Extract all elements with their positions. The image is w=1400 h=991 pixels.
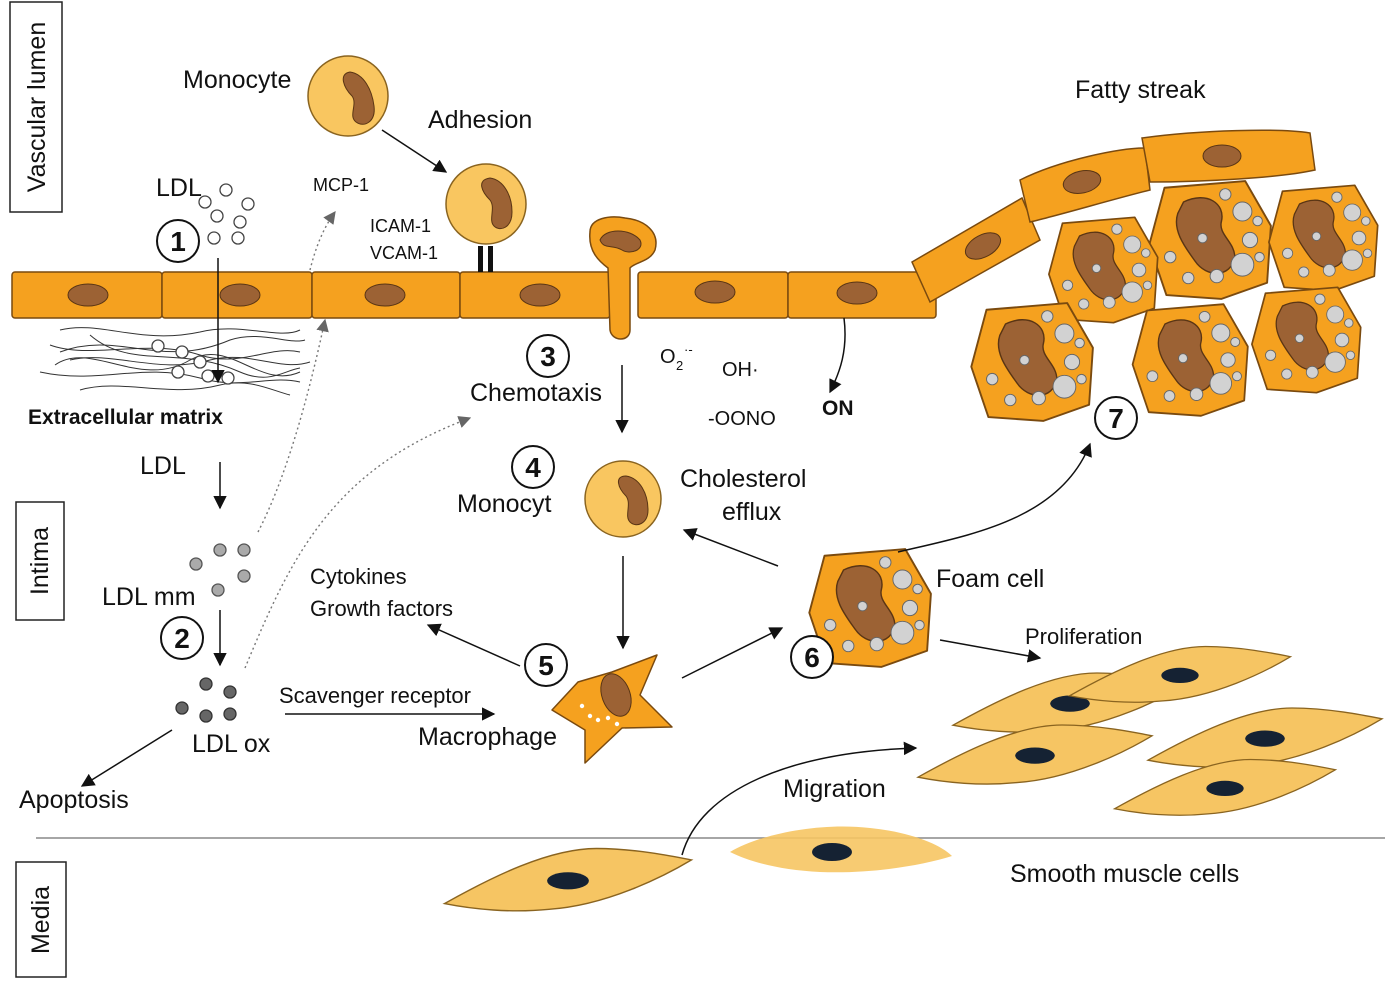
ldl-particles bbox=[151, 183, 255, 385]
ldl-ox-label: LDL ox bbox=[192, 730, 271, 758]
scavenger-receptor-label: Scavenger receptor bbox=[279, 683, 471, 708]
svg-text:·-: ·- bbox=[684, 342, 693, 357]
region-intima: Intima bbox=[15, 501, 65, 621]
region-media: Media bbox=[15, 861, 67, 978]
peroxynitrite-label: -OONO bbox=[708, 408, 776, 430]
dotted-signal-arrows bbox=[244, 210, 472, 669]
chemotaxis-label: Chemotaxis bbox=[470, 379, 602, 407]
smooth-muscle-cells bbox=[443, 645, 1383, 912]
monocyt-label: Monocyt bbox=[457, 490, 552, 518]
monocyte-cell bbox=[307, 55, 389, 137]
proliferation-label: Proliferation bbox=[1025, 624, 1142, 649]
ecm-label: Extracellular matrix bbox=[28, 406, 223, 429]
svg-text:5: 5 bbox=[538, 650, 554, 681]
migration-label: Migration bbox=[783, 775, 886, 803]
ldl-ox-particles bbox=[175, 677, 237, 723]
svg-text:1: 1 bbox=[170, 226, 186, 257]
mcp1-label: MCP-1 bbox=[313, 175, 369, 195]
ldl-intima-label: LDL bbox=[140, 452, 186, 480]
svg-text:Media: Media bbox=[27, 886, 55, 954]
svg-text:O: O bbox=[660, 346, 676, 368]
icam-label: ICAM-1 bbox=[370, 216, 431, 236]
step-3: 3 bbox=[526, 334, 570, 378]
growth-factors-label: Growth factors bbox=[310, 596, 453, 621]
ldl-label: LDL bbox=[156, 174, 202, 202]
svg-text:2: 2 bbox=[676, 358, 683, 373]
transmigrating-monocyte bbox=[589, 216, 657, 340]
adhesion-label: Adhesion bbox=[428, 106, 532, 134]
step-5: 5 bbox=[524, 643, 568, 687]
step-2: 2 bbox=[160, 616, 204, 660]
nitric-oxide-label: ON bbox=[822, 397, 854, 420]
svg-text:Intima: Intima bbox=[26, 527, 54, 595]
svg-text:4: 4 bbox=[525, 452, 541, 483]
smooth-muscle-cells-label: Smooth muscle cells bbox=[1010, 860, 1239, 888]
step-4: 4 bbox=[511, 445, 555, 489]
hydroxyl-label: OH· bbox=[722, 359, 759, 381]
adhering-monocyte bbox=[445, 163, 527, 245]
adhesion-receptor-icon bbox=[478, 246, 493, 272]
fatty-streak-label: Fatty streak bbox=[1075, 76, 1206, 104]
ldl-mm-particles bbox=[189, 543, 251, 597]
foam-cell-label: Foam cell bbox=[936, 565, 1044, 593]
step-1: 1 bbox=[156, 219, 200, 263]
cholesterol-efflux-label-2: efflux bbox=[722, 498, 782, 526]
svg-text:3: 3 bbox=[540, 341, 556, 372]
apoptosis-label: Apoptosis bbox=[19, 786, 129, 814]
intima-monocyte bbox=[584, 460, 662, 538]
svg-text:2: 2 bbox=[174, 623, 190, 654]
macrophage-cell bbox=[551, 654, 673, 764]
cholesterol-efflux-label-1: Cholesterol bbox=[680, 465, 806, 493]
step-7: 7 bbox=[1094, 396, 1138, 440]
cytokines-label: Cytokines bbox=[310, 564, 407, 589]
svg-text:7: 7 bbox=[1108, 403, 1124, 434]
superoxide-label: O 2 ·- bbox=[660, 342, 693, 373]
vcam-label: VCAM-1 bbox=[370, 243, 438, 263]
region-lumen: Vascular lumen bbox=[9, 1, 63, 213]
pathway-arrows bbox=[80, 129, 1092, 856]
extracellular-matrix-fibres bbox=[39, 327, 311, 396]
step-6: 6 bbox=[790, 635, 834, 679]
svg-text:6: 6 bbox=[804, 642, 820, 673]
macrophage-label: Macrophage bbox=[418, 723, 557, 751]
ldl-mm-label: LDL mm bbox=[102, 583, 196, 611]
endothelium bbox=[11, 129, 1316, 319]
svg-text:Vascular lumen: Vascular lumen bbox=[23, 22, 51, 192]
monocyte-label: Monocyte bbox=[183, 66, 291, 94]
